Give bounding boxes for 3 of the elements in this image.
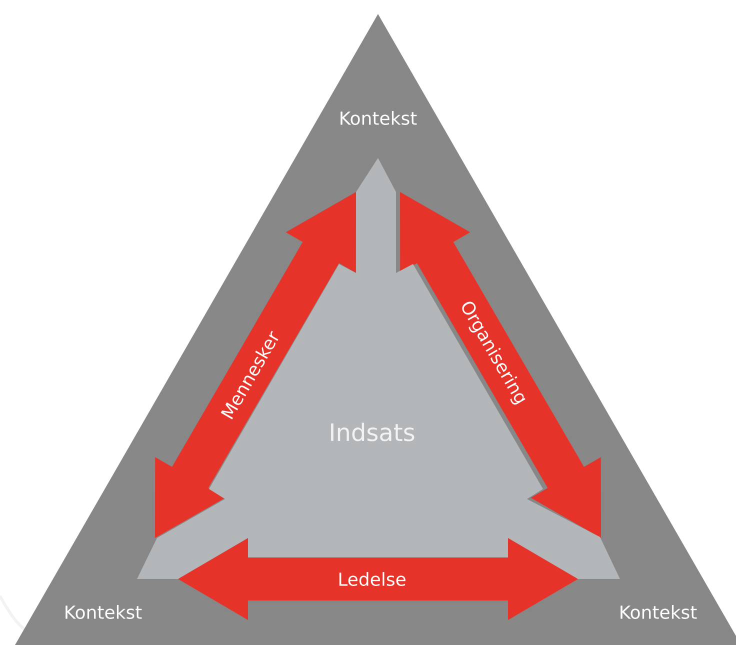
context-label: Kontekst bbox=[620, 605, 697, 619]
context-label: Kontekst bbox=[66, 605, 142, 619]
context-label: Kontekst bbox=[340, 111, 417, 125]
